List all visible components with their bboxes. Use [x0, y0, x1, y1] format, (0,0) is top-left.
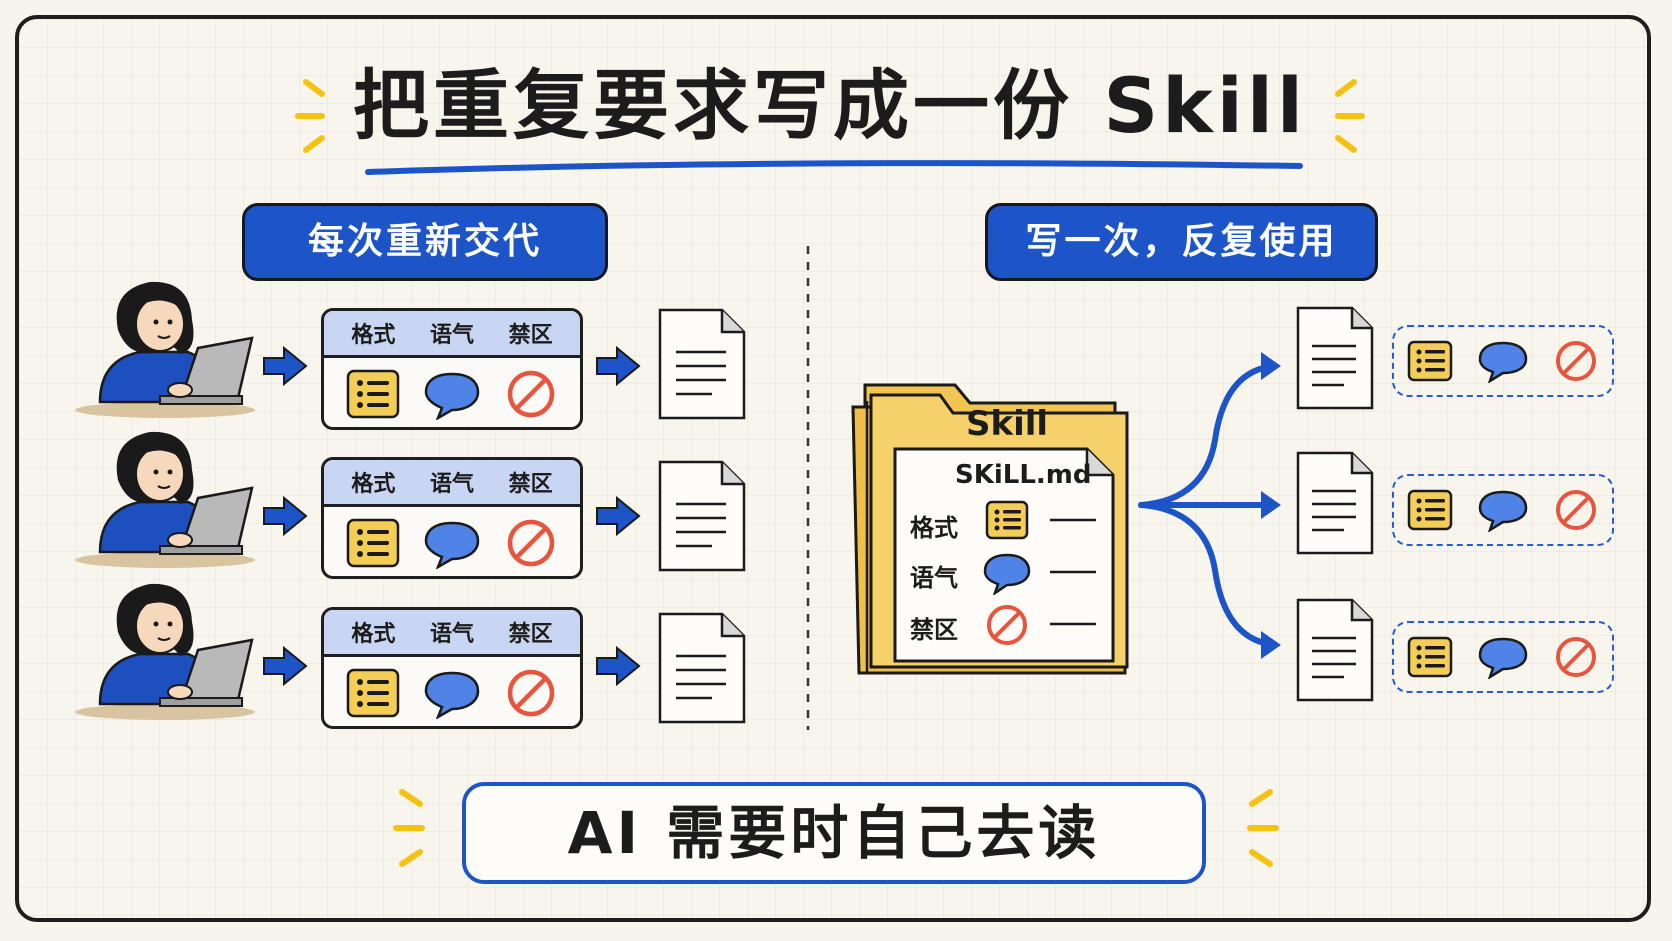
- format-list-icon: [985, 500, 1029, 540]
- forbidden-icon: [1556, 341, 1597, 381]
- document-icon: [658, 460, 746, 572]
- card-icons: [324, 358, 580, 427]
- document-icon: [658, 308, 746, 420]
- arrow-right-icon: [263, 646, 308, 686]
- file-name: SKiLL.md: [955, 460, 1092, 490]
- card-icons: [324, 657, 580, 726]
- card-header: 格式 语气 禁区: [324, 610, 580, 657]
- applied-rules-group: [1392, 325, 1614, 397]
- left-section-label: 每次重新交代: [242, 203, 608, 281]
- tag-tone: 语气: [429, 472, 474, 497]
- speech-bubble-icon: [424, 372, 480, 420]
- document-icon: [658, 612, 746, 724]
- format-list-icon: [347, 518, 400, 568]
- speech-bubble-icon: [1478, 341, 1528, 383]
- file-row-format-label: 格式: [910, 514, 958, 542]
- right-section-label: 写一次，反复使用: [985, 203, 1378, 281]
- format-list-icon: [347, 369, 400, 419]
- person-laptop-icon: [75, 431, 255, 568]
- speech-bubble-icon: [983, 553, 1031, 595]
- arrow-right-icon: [596, 646, 641, 686]
- arrow-right-icon: [596, 346, 641, 386]
- person-laptop-icon: [75, 281, 255, 418]
- bottom-caption: AI 需要时自己去读: [462, 782, 1206, 884]
- requirement-card-3: 格式 语气 禁区: [321, 607, 583, 729]
- card-icons: [324, 507, 580, 576]
- speech-bubble-icon: [424, 671, 480, 719]
- page-title: 把重复要求写成一份 Skill: [353, 61, 1307, 150]
- card-header: 格式 语气 禁区: [324, 460, 580, 507]
- tag-forbidden: 禁区: [508, 472, 553, 497]
- requirement-card-2: 格式 语气 禁区: [321, 457, 583, 579]
- folder-label: Skill: [966, 404, 1049, 444]
- tag-forbidden: 禁区: [508, 622, 553, 647]
- speech-bubble-icon: [1478, 637, 1528, 679]
- speech-bubble-icon: [1478, 490, 1528, 532]
- format-list-icon: [347, 668, 400, 718]
- forbidden-icon: [1556, 490, 1597, 530]
- sparkle-icon: [393, 789, 425, 867]
- person-laptop-icon: [75, 583, 255, 720]
- tag-format: 格式: [351, 622, 396, 647]
- branch-arrows: [1138, 352, 1281, 659]
- dash-line: [1050, 518, 1096, 522]
- forbidden-icon: [507, 669, 554, 717]
- applied-rules-group: [1392, 474, 1614, 546]
- sparkle-icon: [295, 79, 1365, 153]
- forbidden-icon: [507, 519, 554, 567]
- file-row-tone-label: 语气: [910, 564, 958, 592]
- forbidden-icon: [987, 605, 1027, 645]
- tag-format: 格式: [351, 472, 396, 497]
- tag-tone: 语气: [429, 622, 474, 647]
- speech-bubble-icon: [424, 521, 480, 569]
- arrow-right-icon: [263, 346, 308, 386]
- tag-tone: 语气: [429, 323, 474, 348]
- document-icon: [1296, 306, 1374, 410]
- format-list-icon: [1407, 636, 1452, 678]
- card-header: 格式 语气 禁区: [324, 311, 580, 358]
- forbidden-icon: [1556, 637, 1597, 677]
- requirement-card-1: 格式 语气 禁区: [321, 308, 583, 430]
- arrow-right-icon: [263, 496, 308, 536]
- dash-line: [1050, 570, 1096, 574]
- frame: [15, 15, 1651, 922]
- tag-format: 格式: [351, 323, 396, 348]
- forbidden-icon: [507, 370, 554, 418]
- tag-forbidden: 禁区: [508, 323, 553, 348]
- file-row-forbidden-label: 禁区: [910, 616, 958, 644]
- format-list-icon: [1407, 340, 1452, 382]
- document-icon: [1296, 451, 1374, 555]
- format-list-icon: [1407, 489, 1452, 531]
- dash-line: [1050, 622, 1096, 626]
- applied-rules-group: [1392, 621, 1614, 693]
- document-icon: [1296, 598, 1374, 702]
- sparkle-icon: [1247, 789, 1279, 867]
- arrow-right-icon: [596, 496, 641, 536]
